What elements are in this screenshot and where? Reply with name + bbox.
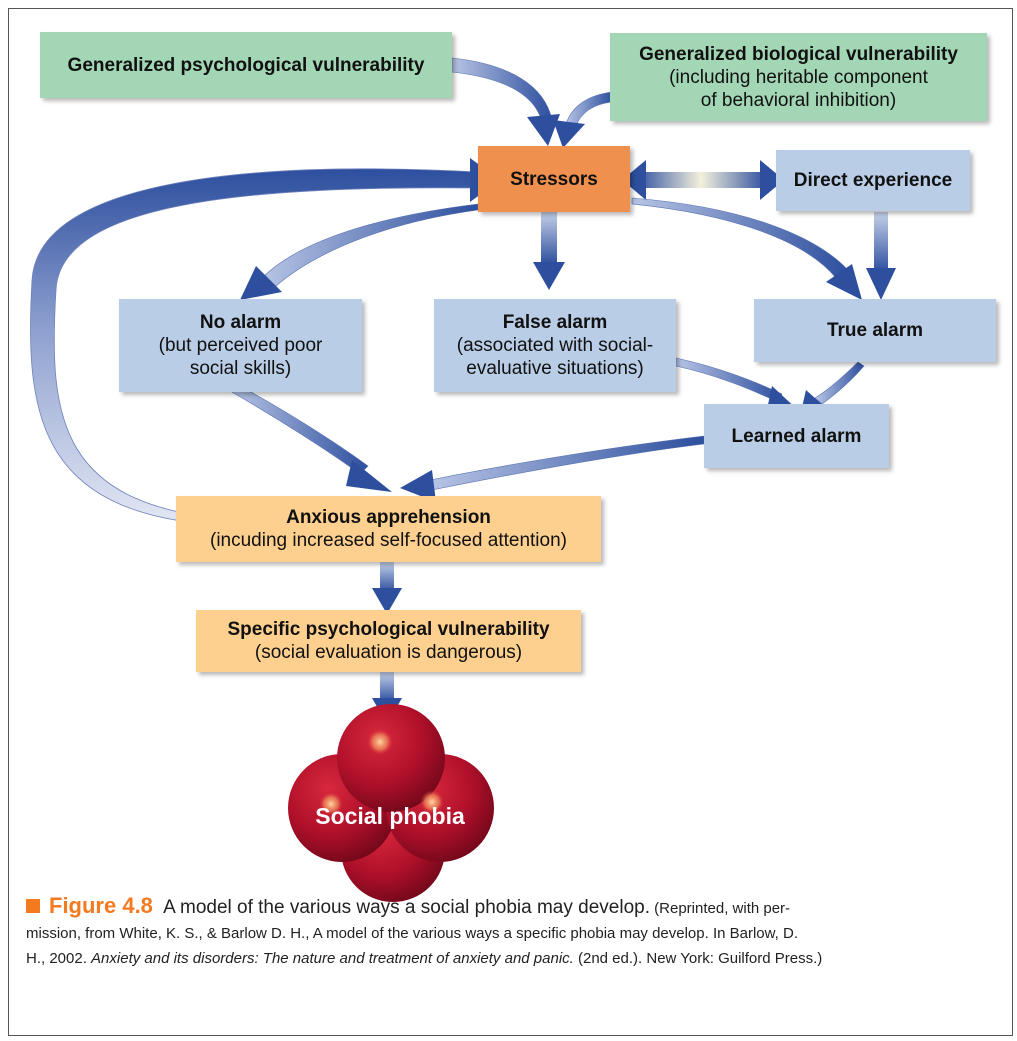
arrowhead-learned-anxious: [400, 470, 436, 502]
no-alarm-title: No alarm: [199, 312, 282, 333]
learned-alarm-box: Learned alarm: [704, 404, 889, 468]
direct-experience-title: Direct experience: [793, 170, 953, 191]
credit-line-3a: H., 2002.: [26, 950, 92, 967]
learned-alarm-title: Learned alarm: [731, 425, 862, 447]
figure-title: A model of the various ways a social pho…: [163, 897, 650, 918]
direct-experience-box: Direct experience: [776, 150, 970, 211]
figure-number: Figure 4.8: [49, 893, 153, 918]
no-alarm-box: No alarm (but perceived poor social skil…: [119, 299, 362, 392]
arrow-stressors-direct-shaft: [636, 172, 766, 188]
false-alarm-title: False alarm: [502, 312, 608, 333]
false-alarm-sub2: evaluative situations): [466, 358, 644, 379]
caption-line-1: Figure 4.8 A model of the various ways a…: [26, 893, 1001, 921]
arrow-no-alarm-to-anxious: [231, 385, 369, 475]
arrow-learned-to-anxious: [429, 435, 705, 491]
arrowhead-direct-true: [866, 268, 896, 300]
arrow-bio-to-stressors: [565, 91, 613, 127]
arrow-stressors-to-false-alarm: [541, 212, 557, 264]
credit-part1: (Reprinted, with per-: [654, 900, 791, 917]
arrowhead-true-alarm: [826, 264, 862, 300]
figure-bullet-icon: [26, 899, 40, 913]
figure-frame: [8, 8, 1013, 1036]
arrow-true-to-learned: [814, 361, 865, 405]
false-alarm-sub1: (associated with social-: [456, 335, 654, 356]
arrowhead-to-direct: [760, 160, 784, 200]
arrowhead-no-alarm: [240, 266, 282, 300]
specific-psychological-vulnerability-box: Specific psychological vulnerability (so…: [196, 610, 581, 672]
arrow-specific-to-phobia: [380, 672, 394, 702]
credit-line-2: mission, from White, K. S., & Barlow D. …: [26, 925, 798, 942]
specific-psychological-vulnerability-title: Specific psychological vulnerability: [227, 619, 550, 640]
credit-book-title: Anxiety and its disorders: The nature an…: [91, 950, 574, 967]
figure-caption: Figure 4.8 A model of the various ways a…: [26, 893, 1001, 971]
caption-line-3: H., 2002. Anxiety and its disorders: The…: [26, 946, 1001, 971]
generalized-biological-vulnerability-sub1: (including heritable component: [669, 66, 928, 88]
sphere-shine-right: [420, 790, 444, 814]
sphere-shine-left: [319, 792, 343, 816]
anxious-apprehension-box: Anxious apprehension (incuding increased…: [176, 496, 601, 562]
true-alarm-box: True alarm: [754, 299, 996, 362]
arrowhead-psych-to-stressors: [527, 114, 560, 146]
anxious-apprehension-sub1: (incuding increased self-focused attenti…: [210, 530, 567, 551]
credit-line-3b: (2nd ed.). New York: Guilford Press.): [573, 950, 823, 967]
arrow-psych-to-stressors: [451, 57, 553, 123]
no-alarm-sub2: social skills): [189, 358, 292, 379]
sphere-top: [337, 704, 445, 812]
arrowhead-to-stressors: [622, 160, 646, 200]
no-alarm-sub1: (but perceived poor: [158, 335, 323, 356]
social-phobia-spheres: [288, 704, 494, 902]
arrowhead-no-alarm-anxious: [346, 460, 392, 492]
generalized-biological-vulnerability-sub2: of behavioral inhibition): [700, 89, 897, 111]
anxious-apprehension-title: Anxious apprehension: [286, 507, 491, 528]
true-alarm-title: True alarm: [826, 320, 924, 341]
arrow-false-to-learned: [675, 357, 783, 403]
arrow-anxious-to-specific: [380, 562, 394, 592]
stressors-box: Stressors: [478, 146, 630, 212]
sphere-shine-top: [367, 729, 393, 755]
stressors-title: Stressors: [510, 168, 598, 190]
arrowhead-anxious-specific: [372, 588, 402, 614]
social-phobia-label: Social phobia: [315, 803, 465, 829]
arrowhead-bio-to-stressors: [553, 120, 585, 148]
false-alarm-box: False alarm (associated with social- eva…: [434, 299, 676, 392]
generalized-biological-vulnerability-box: Generalized biological vulnerability (in…: [610, 33, 987, 121]
specific-psychological-vulnerability-sub1: (social evaluation is dangerous): [254, 642, 523, 663]
arrow-direct-to-true-alarm: [874, 212, 888, 272]
arrow-stressors-to-no-alarm: [261, 203, 479, 287]
generalized-biological-vulnerability-title: Generalized biological vulnerability: [639, 43, 958, 65]
generalized-psychological-vulnerability-title: Generalized psychological vulnerability: [67, 54, 425, 76]
generalized-psychological-vulnerability-box: Generalized psychological vulnerability: [40, 32, 452, 98]
arrowhead-false-alarm: [533, 262, 565, 290]
